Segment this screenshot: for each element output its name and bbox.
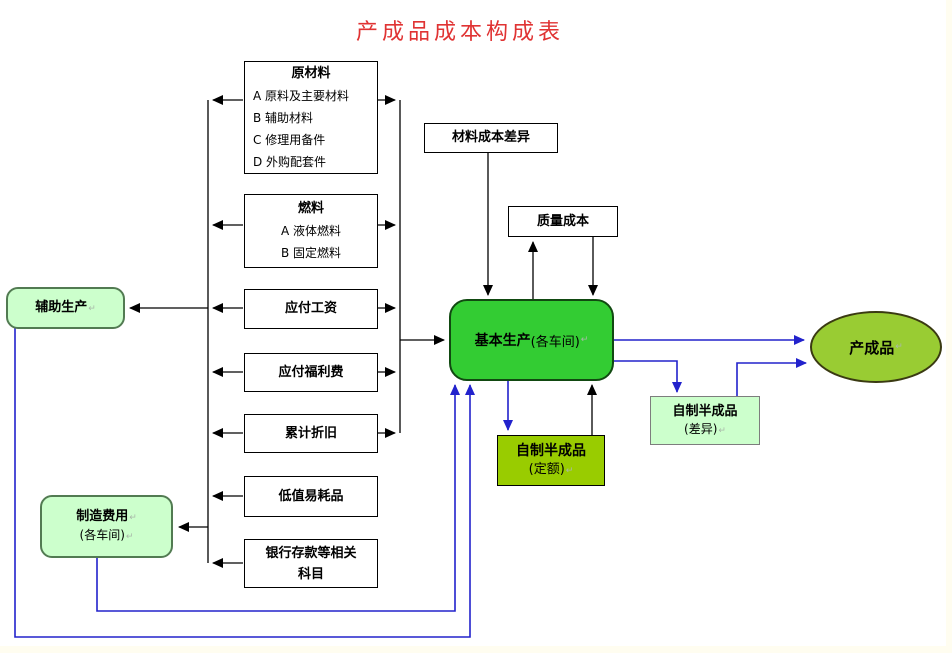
semi-variance-subtitle: (差异)↵ [684, 422, 726, 436]
node-material-cost-variance: 材料成本差异 [424, 123, 558, 153]
node-raw-materials: 原材料 A 原料及主要材料 B 辅助材料 C 修理用备件 D 外购配套件 [244, 61, 378, 174]
paragraph-mark: ↵ [88, 303, 96, 314]
bank-title: 银行存款等相关科目 [265, 545, 357, 582]
material-cost-variance-title: 材料成本差异 [451, 130, 530, 145]
wages-title: 应付工资 [284, 301, 337, 316]
right-collector-group [377, 95, 445, 438]
semi-quota-title: 自制半成品 [516, 442, 586, 459]
node-fuel: 燃料 A 液体燃料 B 固定燃料 [244, 194, 378, 268]
center-black-group [483, 152, 598, 435]
node-aux-production: 辅助生产↵ [6, 287, 125, 329]
node-semi-quota: 自制半成品 (定额)↵ [497, 435, 605, 486]
paragraph-mark: ↵ [895, 342, 903, 352]
edge-manufacturing-to-basic [96, 384, 460, 612]
blue-connectors-group [14, 328, 807, 638]
paragraph-mark: ↵ [718, 426, 726, 436]
raw-materials-item: D 外购配套件 [253, 154, 327, 169]
edge-variance-to-finished [736, 358, 807, 397]
node-depreciation: 累计折旧 [244, 414, 378, 453]
edge-basic-to-variance [613, 360, 682, 393]
semi-quota-subtitle: (定额)↵ [528, 461, 574, 477]
raw-materials-item: A 原料及主要材料 [253, 88, 350, 103]
manufacturing-title: 制造费用↵ [76, 508, 137, 524]
page-title: 产成品成本构成表 [355, 20, 564, 45]
manufacturing-subtitle: (各车间)↵ [79, 527, 134, 542]
node-quality-cost: 质量成本 [508, 206, 618, 237]
raw-materials-item: C 修理用备件 [253, 132, 326, 147]
left-collector-group [129, 95, 243, 568]
paragraph-mark: ↵ [129, 512, 137, 523]
fuel-item: A 液体燃料 [280, 224, 342, 238]
semi-variance-title: 自制半成品 [672, 404, 738, 419]
depreciation-title: 累计折旧 [284, 425, 337, 441]
raw-materials-title: 原材料 [291, 65, 331, 81]
fuel-title: 燃料 [297, 201, 324, 216]
node-semi-variance: 自制半成品 (差异)↵ [650, 396, 760, 445]
welfare-title: 应付福利费 [278, 364, 344, 380]
aux-production-title: 辅助生产↵ [35, 299, 96, 315]
node-bank: 银行存款等相关科目 [244, 539, 378, 588]
edge-aux-to-basic [14, 328, 475, 638]
node-finished-goods: 产成品↵ [810, 311, 942, 383]
node-basic-production: 基本生产(各车间)↵ [449, 299, 614, 381]
paragraph-mark: ↵ [580, 335, 589, 345]
raw-materials-item: B 辅助材料 [253, 110, 314, 125]
node-manufacturing: 制造费用↵ (各车间)↵ [40, 495, 173, 558]
node-wages: 应付工资 [244, 289, 378, 329]
node-welfare: 应付福利费 [244, 353, 378, 392]
fuel-item: B 固定燃料 [280, 246, 342, 260]
basic-production-title: 基本生产 [474, 333, 531, 349]
paragraph-mark: ↵ [565, 465, 574, 476]
paragraph-mark: ↵ [125, 531, 134, 542]
node-consumables: 低值易耗品 [244, 476, 378, 517]
quality-cost-title: 质量成本 [536, 213, 589, 229]
finished-goods-title: 产成品 [849, 338, 895, 357]
consumables-title: 低值易耗品 [278, 488, 344, 504]
basic-production-subtitle: (各车间) [530, 334, 580, 350]
